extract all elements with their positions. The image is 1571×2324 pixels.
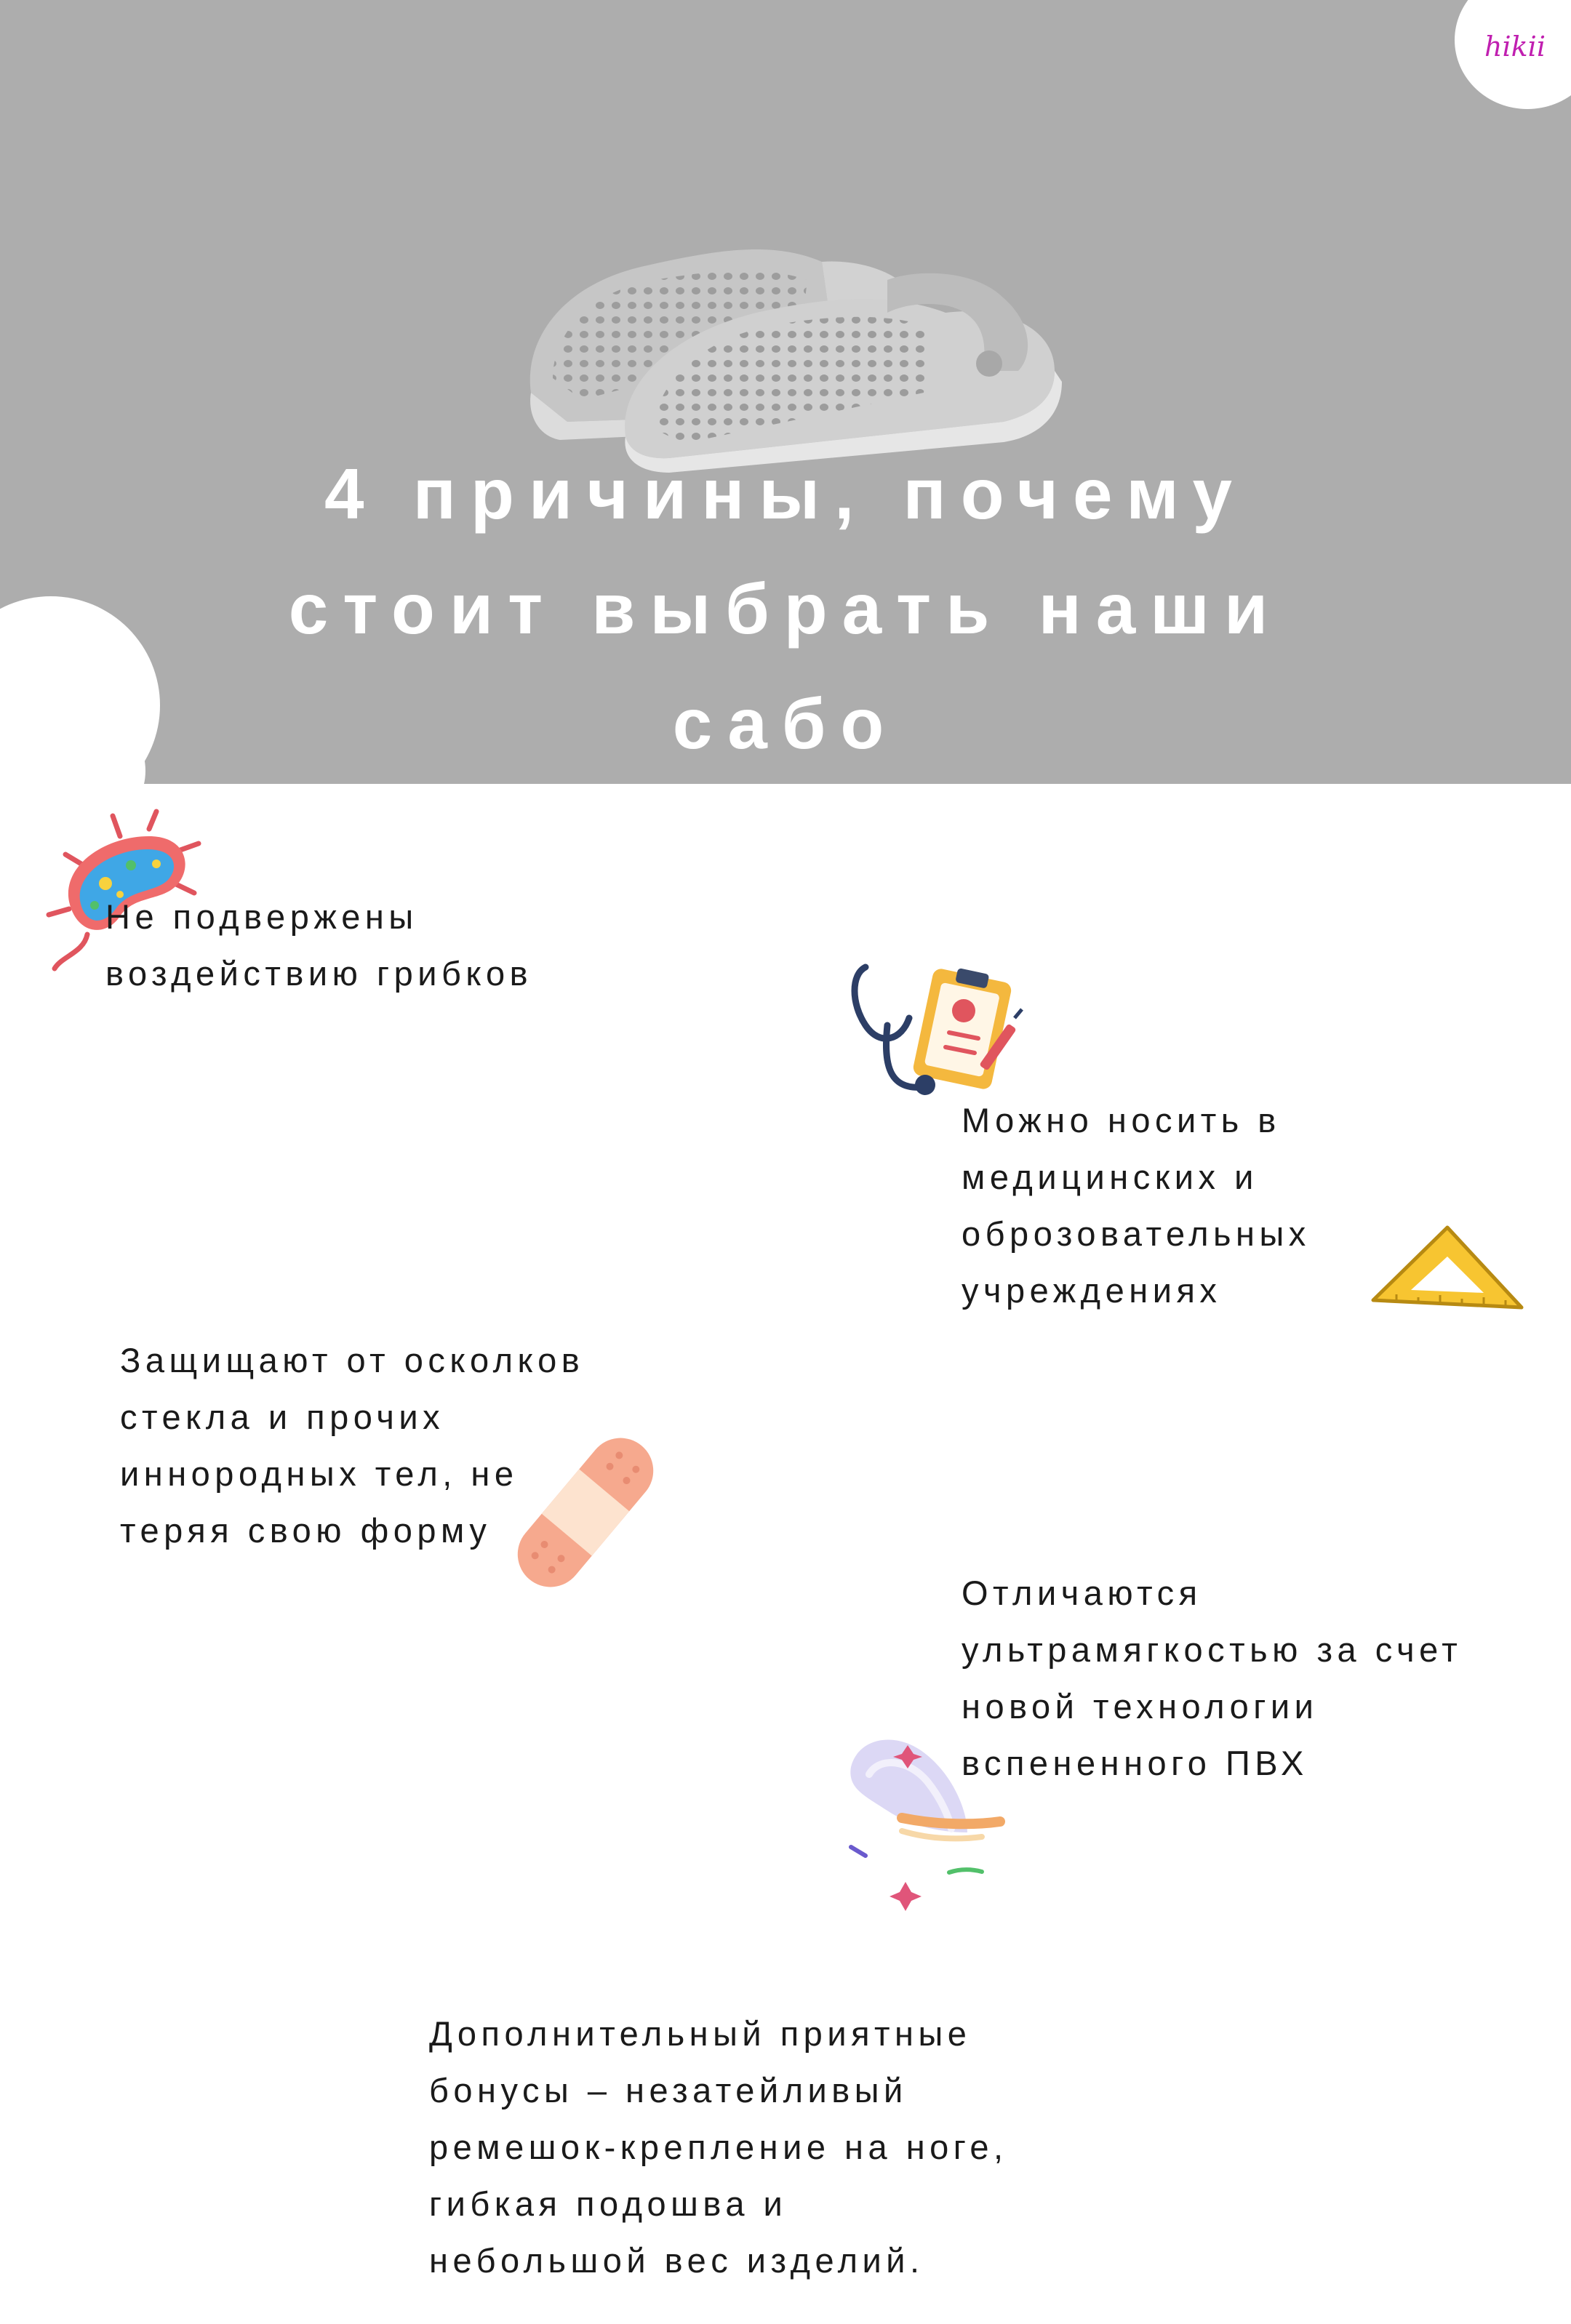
page-title: 4 причины, почему стоит выбрать наши саб… bbox=[102, 436, 1469, 781]
reason-1-line-2: воздействию грибков bbox=[105, 954, 533, 993]
reason-2-line-2: медицинских и bbox=[962, 1158, 1258, 1196]
title-line-2: стоит выбрать наши bbox=[288, 569, 1283, 649]
triangle-ruler-icon bbox=[1371, 1225, 1524, 1310]
reason-3-line-4: теряя свою форму bbox=[120, 1511, 492, 1550]
reason-1-line-1: Не подвержены bbox=[105, 897, 418, 936]
reason-2-line-3: оброзовательных bbox=[962, 1214, 1311, 1253]
reason-2-text: Можно носить в медицинских и оброзовател… bbox=[962, 1092, 1311, 1319]
reason-4-line-4: вспененного ПВХ bbox=[962, 1744, 1308, 1782]
feather-icon bbox=[849, 1739, 1005, 1911]
reason-4-text: Отличаются ультрамягкостью за счет новой… bbox=[962, 1565, 1462, 1792]
reason-5-line-5: небольшой вес изделий. bbox=[429, 2241, 924, 2280]
title-line-1: 4 причины, почему bbox=[324, 454, 1247, 534]
reason-1-text: Не подвержены воздействию грибков bbox=[105, 889, 532, 1002]
brand-logo: hikii bbox=[1484, 31, 1546, 63]
reason-4-line-3: новой технологии bbox=[962, 1687, 1319, 1726]
reason-5-line-1: Дополнительный приятные bbox=[429, 2014, 972, 2053]
reason-2-line-4: учреждениях bbox=[962, 1271, 1222, 1310]
reason-3-line-3: иннородных тел, не bbox=[120, 1454, 519, 1493]
reason-3-text: Защищают от осколков стекла и прочих инн… bbox=[120, 1332, 584, 1559]
reason-3-line-1: Защищают от осколков bbox=[120, 1341, 585, 1379]
reason-2-line-1: Можно носить в bbox=[962, 1101, 1281, 1139]
reason-5-line-4: гибкая подошва и bbox=[429, 2184, 788, 2223]
bacteria-icon bbox=[46, 809, 201, 971]
reason-4-line-1: Отличаются bbox=[962, 1574, 1202, 1612]
reason-5-line-3: ремешок-крепление на ноге, bbox=[429, 2128, 1008, 2166]
cloud-left-2 bbox=[0, 698, 145, 844]
stethoscope-clipboard-icon bbox=[851, 963, 1023, 1095]
reason-3-line-2: стекла и прочих bbox=[120, 1398, 445, 1436]
bandage-icon bbox=[517, 1438, 654, 1587]
reason-5-text: Дополнительный приятные бонусы – незатей… bbox=[429, 2006, 1008, 2289]
title-line-3: сабо bbox=[672, 684, 899, 764]
clogs-image bbox=[529, 249, 1062, 473]
header-banner: hikii 4 причины, почему стоит выбрать на… bbox=[0, 0, 1571, 844]
reason-4-line-2: ультрамягкостью за счет bbox=[962, 1630, 1463, 1669]
reason-5-line-2: бонусы – незатейливый bbox=[429, 2071, 908, 2109]
